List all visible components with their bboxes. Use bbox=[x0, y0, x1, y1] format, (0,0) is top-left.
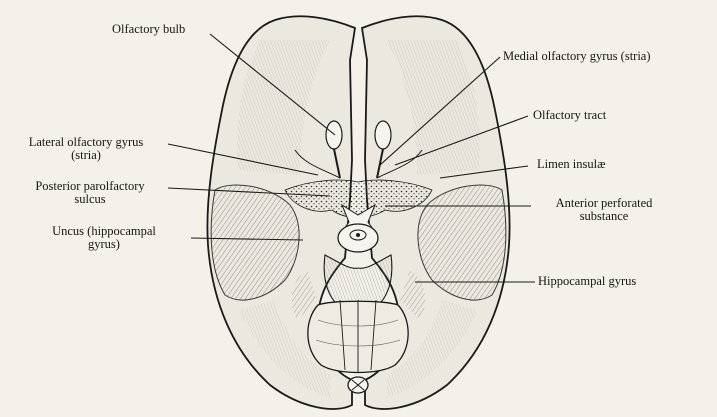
label-uncus: Uncus (hippocampal gyrus) bbox=[16, 225, 192, 251]
label-posterior-parolfactory-sulcus: Posterior parolfactory sulcus bbox=[12, 180, 168, 206]
label-olfactory-tract: Olfactory tract bbox=[533, 109, 606, 122]
label-limen-insulae: Limen insulæ bbox=[537, 158, 605, 171]
left-olfactory-bulb bbox=[326, 121, 342, 149]
label-lateral-olfactory-gyrus-line2: (stria) bbox=[6, 149, 166, 162]
label-olfactory-bulb: Olfactory bulb bbox=[112, 23, 185, 36]
label-uncus-line2: gyrus) bbox=[16, 238, 192, 251]
hypophysis bbox=[338, 224, 378, 252]
label-medial-olfactory-gyrus: Medial olfactory gyrus (stria) bbox=[503, 50, 651, 63]
label-anterior-perforated-line2: substance bbox=[534, 210, 674, 223]
label-posterior-parolfactory-line2: sulcus bbox=[12, 193, 168, 206]
label-lateral-olfactory-gyrus: Lateral olfactory gyrus (stria) bbox=[6, 136, 166, 162]
label-hippocampal-gyrus: Hippocampal gyrus bbox=[538, 275, 636, 288]
right-olfactory-bulb bbox=[375, 121, 391, 149]
label-anterior-perforated-substance: Anterior perforated substance bbox=[534, 197, 674, 223]
